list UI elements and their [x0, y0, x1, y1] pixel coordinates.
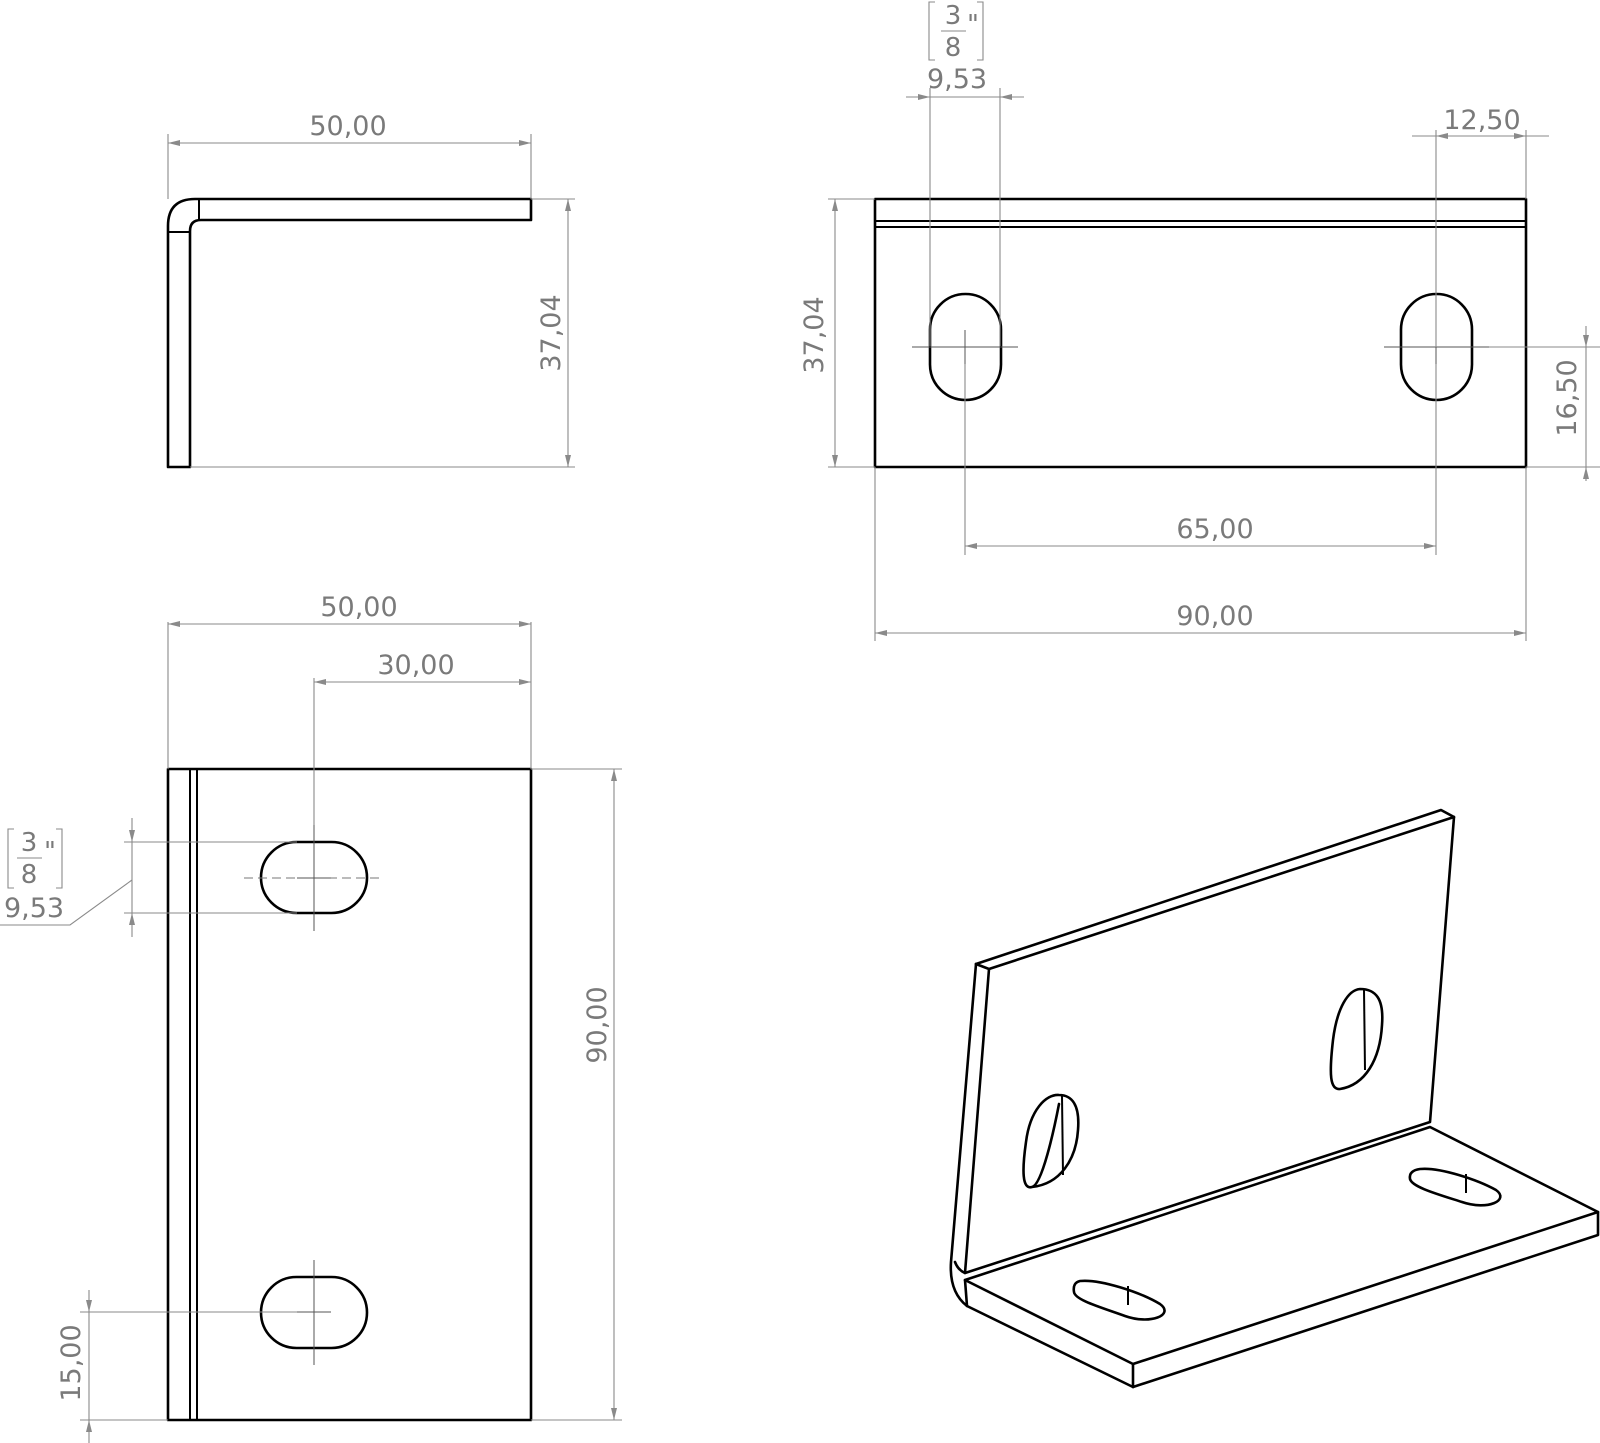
iso-vertical-top-edge: [987, 815, 1456, 971]
top-slot-width-label: 9,53: [4, 893, 64, 924]
iso-vertical-slot-left: [1022, 1093, 1080, 1189]
iso-horizontal-leg: [963, 1125, 1600, 1366]
top-length-label: 90,00: [582, 986, 613, 1063]
front-slot-width-label: 9,53: [927, 64, 987, 95]
top-view: 50,00 30,00 9,53 3 8 " 90,00 15: [0, 592, 622, 1443]
front-length-label: 90,00: [1176, 601, 1253, 632]
top-outline: [166, 767, 533, 1422]
iso-horizontal-front-thickness: [963, 1278, 1135, 1389]
front-spacing-label: 65,00: [1176, 514, 1253, 545]
side-view: 50,00 37,04: [166, 111, 575, 469]
side-profile-outline: [166, 197, 533, 469]
top-offset-label: 30,00: [377, 650, 454, 681]
iso-horizontal-slot-left: [1072, 1279, 1166, 1321]
top-fraction-denominator: 8: [21, 860, 38, 890]
top-fraction-inch-mark: ": [44, 837, 56, 867]
isometric-view: [949, 808, 1600, 1389]
front-fraction-denominator: 8: [945, 33, 962, 63]
front-slot-fraction: 3 8 ": [928, 1, 984, 63]
front-fraction-inch-mark: ": [967, 10, 979, 40]
iso-vertical-slot-right: [1329, 987, 1384, 1091]
top-edge-label: 15,00: [56, 1324, 87, 1401]
side-width-label: 50,00: [309, 111, 386, 142]
front-height-label: 37,04: [799, 296, 830, 373]
top-width-label: 50,00: [320, 592, 397, 623]
iso-vertical-leg: [953, 808, 1456, 1275]
front-fraction-numerator: 3: [945, 1, 962, 31]
iso-vertical-leg-thickness: [963, 962, 991, 1275]
iso-horizontal-slot-right: [1408, 1167, 1502, 1207]
front-outline: [873, 197, 1528, 469]
top-slot-fraction: 3 8 ": [7, 828, 63, 890]
front-view: 9,53 3 8 " 12,50 37,04 16,50 65: [799, 1, 1600, 641]
top-fraction-numerator: 3: [21, 828, 38, 858]
side-height-label: 37,04: [536, 294, 567, 371]
front-slot-height-label: 16,50: [1552, 359, 1583, 436]
iso-vertical-outer-edge: [949, 962, 978, 1308]
front-offset-label: 12,50: [1443, 105, 1520, 136]
iso-horizontal-side-thickness: [1131, 1210, 1600, 1389]
top-slot-width-leader: [0, 879, 133, 926]
